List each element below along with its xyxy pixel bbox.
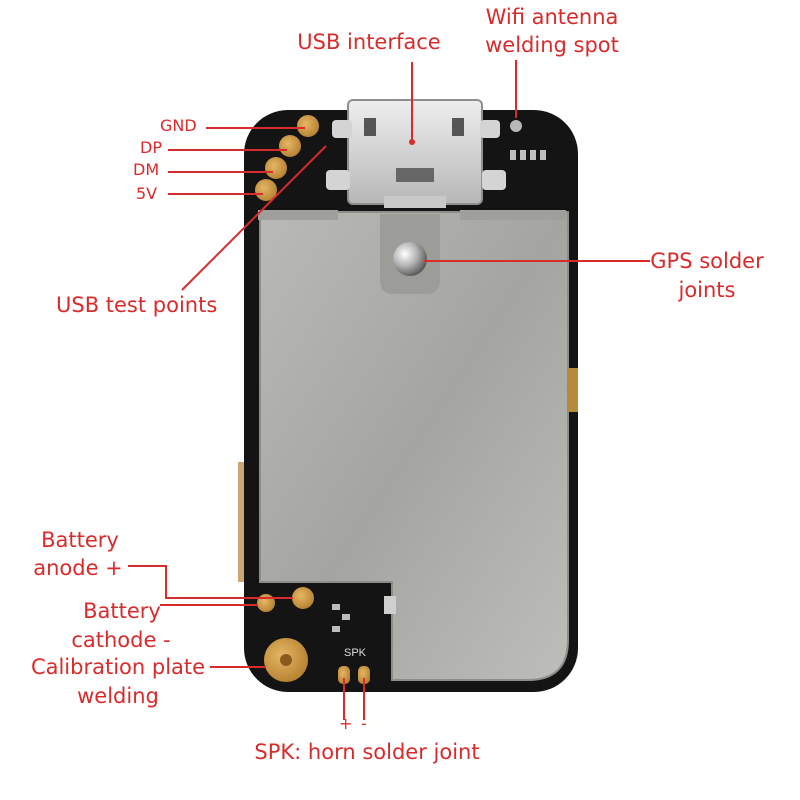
metal-shield — [259, 211, 569, 681]
leader-lines — [128, 60, 650, 720]
wifi-antenna-label-line1: Wifi antenna — [485, 5, 619, 29]
battery-anode-label-line1: Battery — [41, 528, 119, 552]
calibration-plate — [264, 638, 308, 682]
speaker-pads: SPK — [338, 647, 370, 684]
usb-connector — [326, 99, 506, 208]
dm-label: DM — [133, 160, 160, 179]
calibration-label-line2: welding — [77, 684, 159, 708]
gps-solder-joint — [380, 214, 440, 294]
wifi-antenna-label-line2: welding spot — [485, 33, 619, 57]
gnd-label: GND — [160, 116, 197, 135]
calibration-label-line1: Calibration plate — [30, 655, 206, 679]
battery-anode-label-line2: anode + — [33, 556, 123, 580]
wifi-antenna-spot — [510, 120, 546, 160]
usb-test-pads — [255, 115, 319, 201]
spk-label: SPK: horn solder joint — [254, 740, 480, 764]
gps-label-line2: joints — [678, 278, 736, 302]
5v-label: 5V — [136, 184, 158, 203]
spk-plus-label: + — [339, 714, 353, 733]
battery-cathode-label-line1: Battery — [83, 599, 161, 623]
usb-interface-label: USB interface — [297, 30, 441, 54]
gps-label-line1: GPS solder — [650, 249, 764, 273]
spk-silkscreen: SPK — [344, 647, 367, 659]
spk-minus-label: - — [361, 714, 367, 733]
usb-marker — [409, 139, 415, 145]
battery-cathode-label-line2: cathode - — [71, 628, 171, 652]
dp-label: DP — [140, 138, 162, 157]
usb-test-points-label: USB test points — [56, 293, 218, 317]
